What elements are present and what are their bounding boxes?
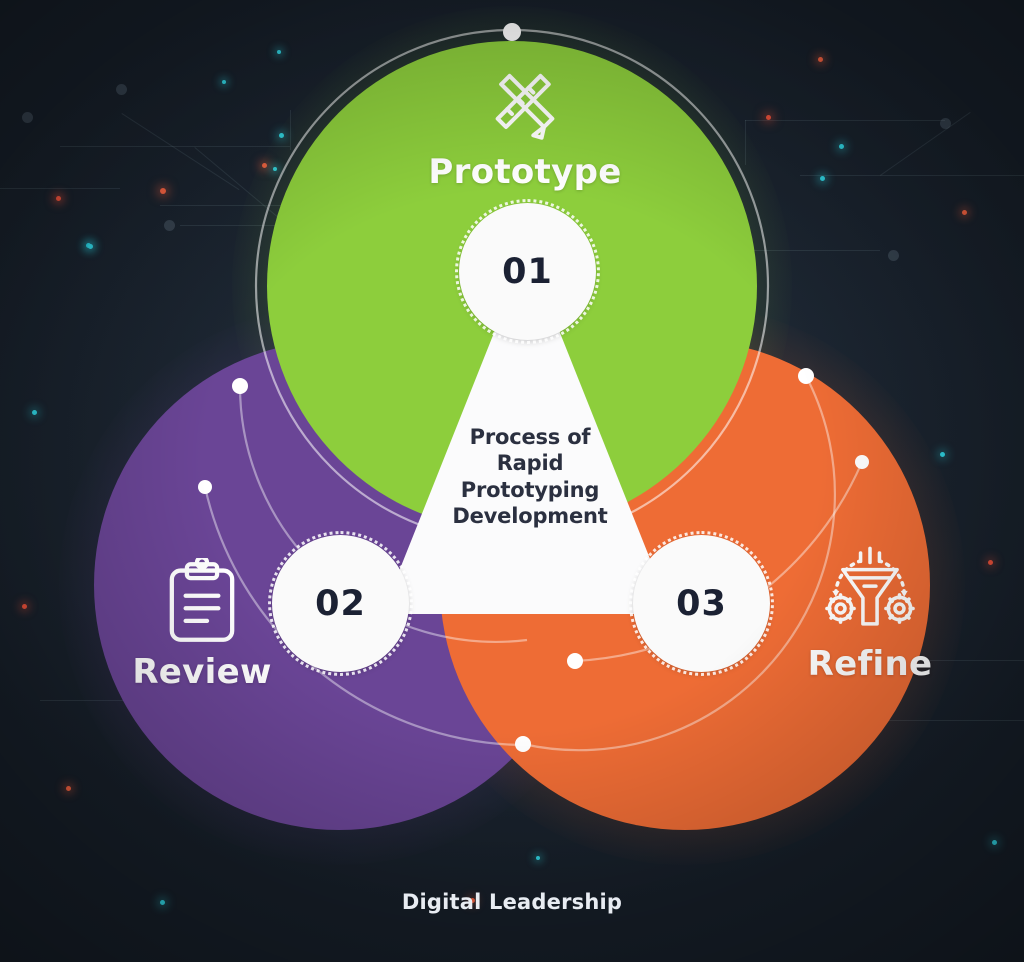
glow-dot (88, 244, 93, 249)
step-number-02: 02 (315, 583, 366, 624)
glow-dot (222, 80, 226, 84)
section-prototype[interactable]: Prototype (392, 70, 658, 192)
center-title-line-3: Prototyping (424, 477, 636, 503)
step-number-03: 03 (676, 583, 727, 624)
section-label-review: Review (108, 652, 296, 692)
pencil-ruler-icon (495, 73, 555, 140)
step-badge-02[interactable]: 02 (268, 531, 413, 676)
glow-dot (470, 898, 475, 903)
glow-dot (940, 452, 945, 457)
step-number-01: 01 (502, 251, 553, 292)
glow-dot (536, 856, 540, 860)
glow-dot (160, 188, 166, 194)
step-badge-03[interactable]: 03 (629, 531, 774, 676)
glow-dot (160, 900, 165, 905)
glow-dot (32, 410, 37, 415)
footer-caption: Digital Leadership (401, 890, 623, 914)
step-badge-01[interactable]: 01 (455, 199, 600, 344)
center-title-line-4: Development (424, 503, 636, 529)
funnel-gears-icon (825, 546, 915, 626)
glow-dot (839, 144, 844, 149)
section-review[interactable]: Review (108, 558, 296, 692)
section-label-prototype: Prototype (392, 152, 658, 192)
center-title: Process of Rapid Prototyping Development (424, 424, 636, 530)
clipboard-icon (169, 558, 235, 642)
glow-dot (56, 196, 61, 201)
glow-dot (992, 840, 997, 845)
glow-dot (66, 786, 71, 791)
glow-dot (818, 57, 823, 62)
center-title-line-2: Rapid (424, 450, 636, 476)
glow-dot (22, 604, 27, 609)
center-title-line-1: Process of (424, 424, 636, 450)
section-refine[interactable]: Refine (772, 546, 968, 684)
glow-dot (988, 560, 993, 565)
glow-dot (962, 210, 967, 215)
section-label-refine: Refine (772, 644, 968, 684)
glow-dot (820, 176, 825, 181)
